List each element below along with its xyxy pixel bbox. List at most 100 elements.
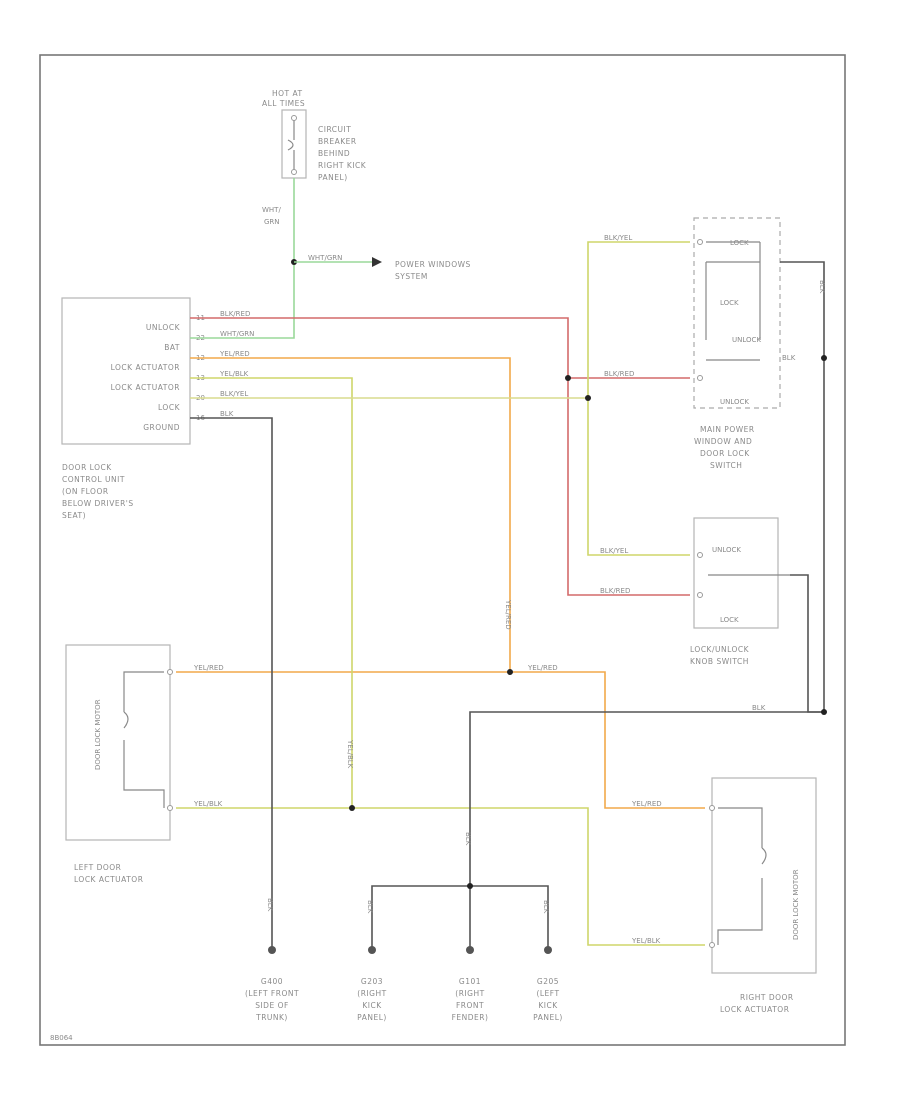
- blk-v4-label: BLK: [542, 900, 550, 914]
- control-unit-caption-5: SEAT): [62, 511, 86, 520]
- knob-switch-caption-1: LOCK/UNLOCK: [690, 645, 750, 654]
- right-actuator-wire-top-label: YEL/RED: [631, 800, 662, 808]
- left-actuator-wire-top-label: YEL/RED: [193, 664, 224, 672]
- right-door-lock-actuator: DOOR LOCK MOTOR RIGHT DOOR LOCK ACTUATOR: [709, 777, 817, 1014]
- main-switch-label-lock-2: LOCK: [720, 299, 739, 307]
- g205-label-2: (LEFT: [536, 989, 559, 998]
- blk-horizontal-label: BLK: [752, 704, 766, 712]
- blk-v1-label: BLK: [266, 898, 274, 912]
- ground-icon: [268, 946, 276, 954]
- left-actuator-box: [65, 644, 171, 841]
- ground-g203: G203 (RIGHT KICK PANEL): [357, 946, 387, 1022]
- main-switch-caption-3: DOOR LOCK: [700, 449, 750, 458]
- g203-label-1: G203: [361, 977, 383, 986]
- breaker-label-3: BEHIND: [318, 149, 350, 158]
- g203-label-4: PANEL): [357, 1013, 387, 1022]
- left-actuator-caption-1: LEFT DOOR: [74, 863, 121, 872]
- control-unit-caption-2: CONTROL UNIT: [62, 475, 125, 484]
- g205-label-3: KICK: [538, 1001, 558, 1010]
- main-switch-label-lock-1: LOCK: [730, 239, 749, 247]
- yel-blk-vertical-label: YEL/BLK: [346, 739, 354, 769]
- power-windows-label-1: POWER WINDOWS: [395, 260, 471, 269]
- pin-label-bat: BAT: [164, 343, 180, 352]
- wire-label-yel-blk: YEL/BLK: [219, 370, 249, 378]
- knob-switch-label-unlock: UNLOCK: [712, 546, 741, 554]
- knob-switch-wire-bottom-label: BLK/RED: [600, 587, 630, 595]
- main-switch-label-unlock-2: UNLOCK: [720, 398, 749, 406]
- left-actuator-vertical-label: DOOR LOCK MOTOR: [94, 699, 102, 770]
- right-actuator-wire-bottom-label: YEL/BLK: [631, 937, 661, 945]
- wire-label-wht-grn: WHT/GRN: [220, 330, 254, 338]
- pin-label-ground: GROUND: [143, 423, 180, 432]
- g400-label-2: (LEFT FRONT: [245, 989, 299, 998]
- main-switch-caption-2: WINDOW AND: [694, 437, 752, 446]
- pw-wire-label: WHT/GRN: [308, 254, 342, 262]
- g400-label-3: SIDE OF: [255, 1001, 289, 1010]
- ground-icon: [368, 946, 376, 954]
- main-switch-wire-bottom-label: BLK/RED: [604, 370, 634, 378]
- figure-id: 8B064: [50, 1034, 73, 1042]
- g101-label-1: G101: [459, 977, 481, 986]
- g203-label-3: KICK: [362, 1001, 382, 1010]
- wire-label-yel-red: YEL/RED: [219, 350, 250, 358]
- g400-label-1: G400: [261, 977, 283, 986]
- left-actuator-wire-bottom-label: YEL/BLK: [193, 800, 223, 808]
- ground-g400: G400 (LEFT FRONT SIDE OF TRUNK): [245, 946, 299, 1022]
- main-switch-wire-top-label: BLK/YEL: [604, 234, 632, 242]
- wire-yel-blk: YEL/BLK YEL/BLK YEL/BLK YEL/BLK: [176, 370, 705, 946]
- breaker-label-5: PANEL): [318, 173, 348, 182]
- diagram-frame: [39, 54, 846, 1046]
- breaker-label-2: BREAKER: [318, 137, 357, 146]
- g205-label-1: G205: [537, 977, 559, 986]
- ground-g205: G205 (LEFT KICK PANEL): [533, 946, 563, 1022]
- right-actuator-box: [711, 777, 817, 974]
- wire-label-blk-red: BLK/RED: [220, 310, 250, 318]
- wire-yel-red: YEL/RED YEL/RED YEL/RED YEL/RED YEL/RED: [176, 350, 705, 809]
- wire-blk-red: BLK/RED BLK/RED BLK/RED: [190, 310, 690, 596]
- blk-v2-label: BLK: [366, 900, 374, 914]
- left-door-lock-actuator: DOOR LOCK MOTOR LEFT DOOR LOCK ACTUATOR: [65, 644, 173, 884]
- yel-red-horizontal-label: YEL/RED: [527, 664, 558, 672]
- pin-label-lock: LOCK: [158, 403, 181, 412]
- right-actuator-vertical-label: DOOR LOCK MOTOR: [792, 869, 800, 940]
- g101-label-4: FENDER): [452, 1013, 489, 1022]
- knob-switch-wire-top-label: BLK/YEL: [600, 547, 628, 555]
- pin-label-lock-actuator-1: LOCK ACTUATOR: [111, 363, 180, 372]
- main-switch-label-blk: BLK: [782, 354, 796, 362]
- ground-icon: [466, 946, 474, 954]
- wire-blk-yel: BLK/YEL BLK/YEL BLK/YEL: [190, 234, 690, 556]
- circuit-breaker: HOT AT ALL TIMES CIRCUIT BREAKER BEHIND …: [262, 89, 366, 182]
- control-unit-box: [61, 297, 191, 445]
- g205-label-4: PANEL): [533, 1013, 563, 1022]
- g101-label-2: (RIGHT: [455, 989, 484, 998]
- hot-at-line-1: HOT AT: [272, 89, 303, 98]
- hot-at-line-2: ALL TIMES: [262, 99, 305, 108]
- feed-wire-label-1: WHT/: [262, 206, 281, 214]
- main-switch-caption-1: MAIN POWER: [700, 425, 755, 434]
- right-actuator-caption-1: RIGHT DOOR: [740, 993, 794, 1002]
- wire-label-blk-yel: BLK/YEL: [220, 390, 248, 398]
- arrow-icon: [372, 257, 382, 267]
- g400-label-4: TRUNK): [255, 1013, 288, 1022]
- wire-label-blk: BLK: [220, 410, 234, 418]
- pin-label-lock-actuator-2: LOCK ACTUATOR: [111, 383, 180, 392]
- yel-red-vertical-label: YEL/RED: [504, 599, 512, 630]
- right-blk-wire-label: BLK: [818, 280, 826, 294]
- knob-switch-label-lock: LOCK: [720, 616, 739, 624]
- wire-wht-grn-feed: WHT/ GRN WHT/GRN POWER WINDOWS SYSTEM: [262, 178, 471, 320]
- wire-blk-g101: BLK BLK: [464, 704, 827, 948]
- g101-label-3: FRONT: [456, 1001, 484, 1010]
- pin-label-unlock: UNLOCK: [146, 323, 181, 332]
- main-switch-caption-4: SWITCH: [710, 461, 742, 470]
- lock-unlock-knob-switch: UNLOCK LOCK LOCK/UNLOCK KNOB SWITCH: [690, 517, 824, 713]
- control-unit-caption-3: (ON FLOOR: [62, 487, 109, 496]
- main-switch-label-unlock: UNLOCK: [732, 336, 761, 344]
- knob-switch-caption-2: KNOB SWITCH: [690, 657, 749, 666]
- breaker-symbol: [287, 118, 295, 170]
- right-actuator-caption-2: LOCK ACTUATOR: [720, 1005, 789, 1014]
- ground-g101: G101 (RIGHT FRONT FENDER): [452, 946, 489, 1022]
- g203-label-2: (RIGHT: [357, 989, 386, 998]
- control-unit-caption-4: BELOW DRIVER'S: [62, 499, 134, 508]
- breaker-label-1: CIRCUIT: [318, 125, 351, 134]
